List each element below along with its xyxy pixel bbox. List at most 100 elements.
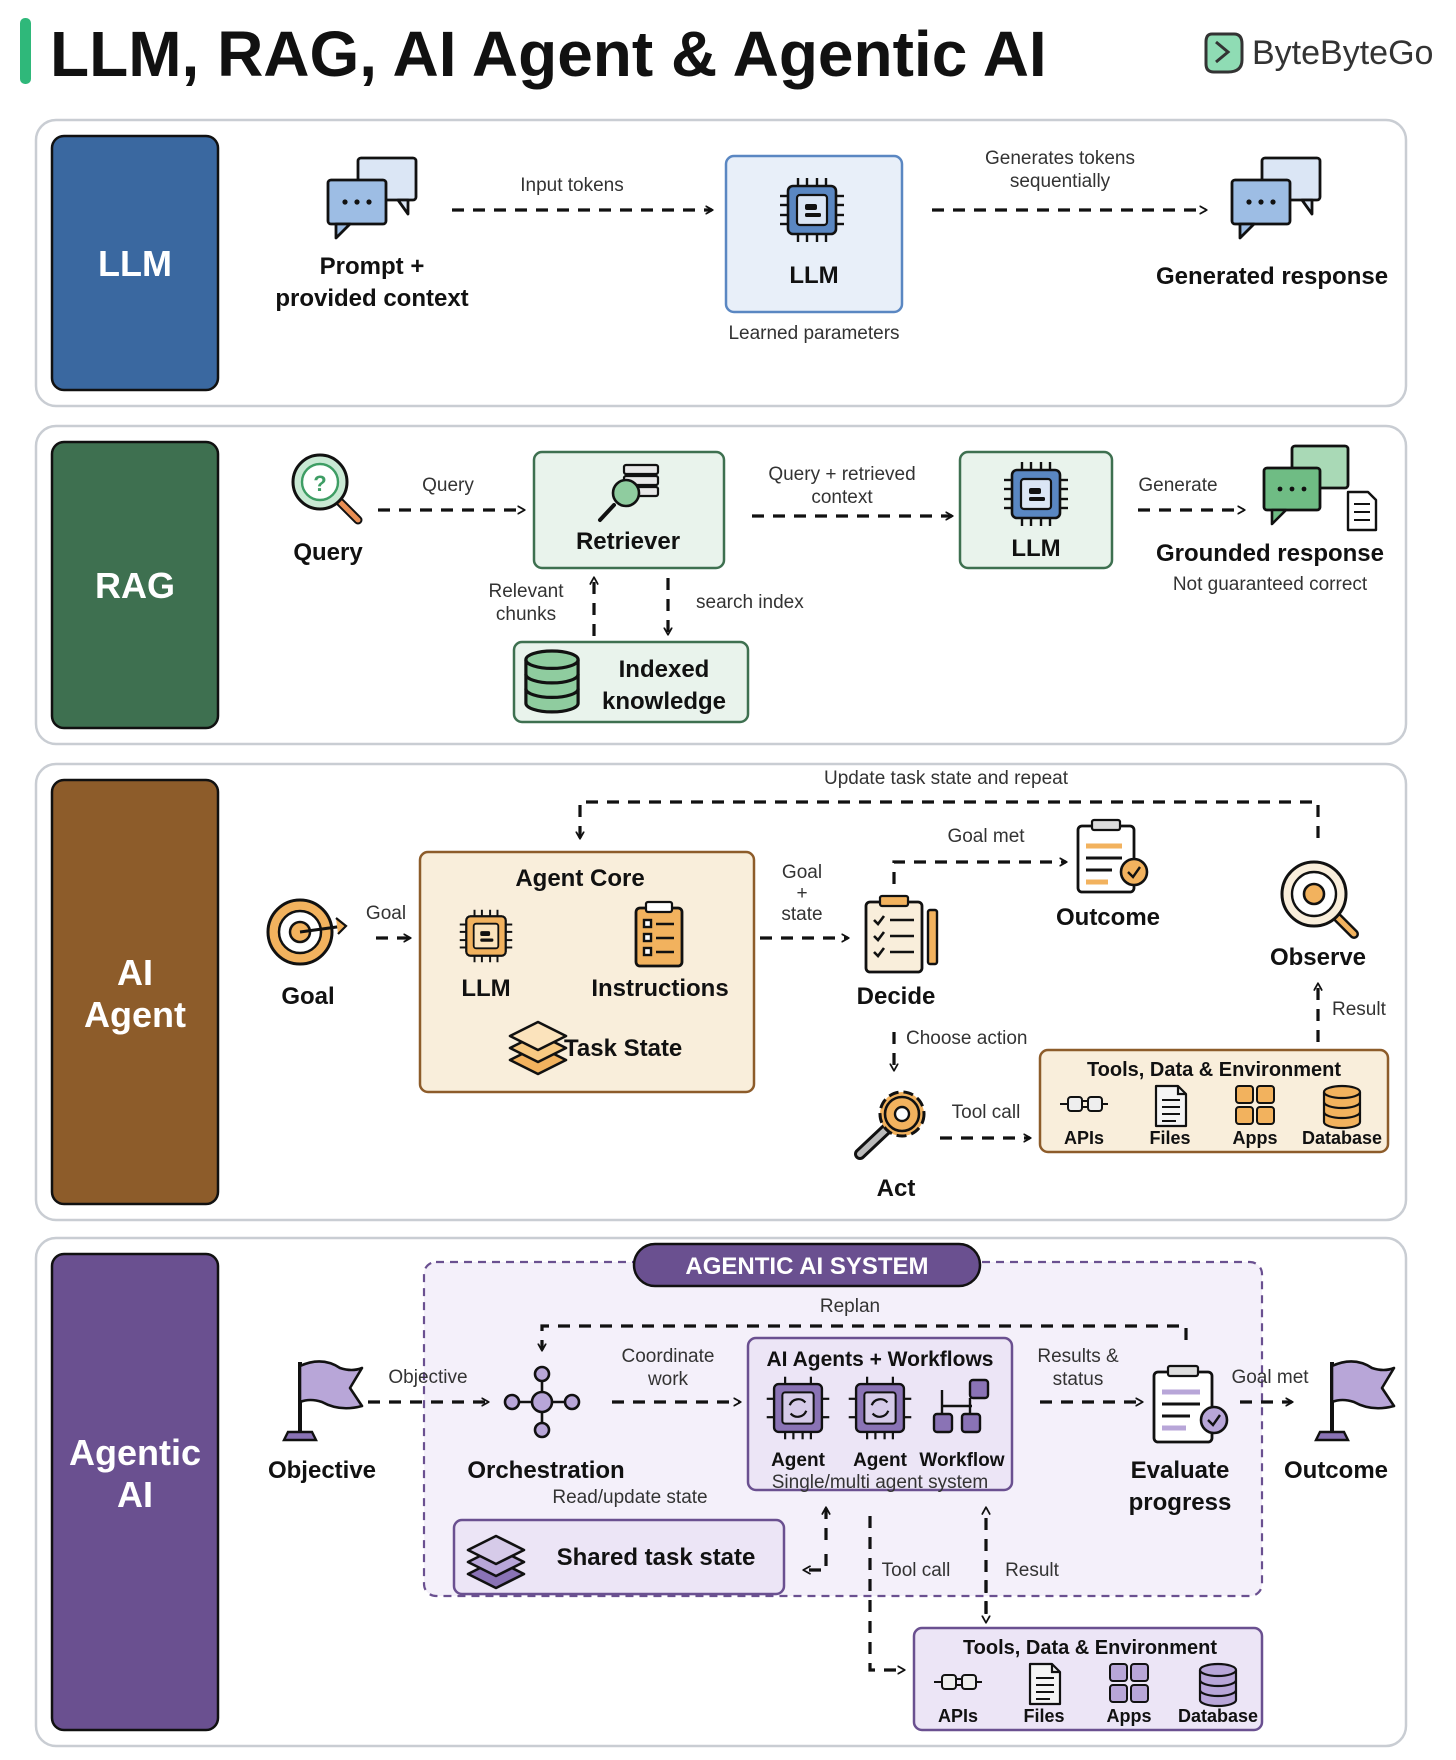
act-wrench-gear-icon <box>854 1090 926 1160</box>
agentic-system-pill <box>632 1242 982 1288</box>
retriever-icon <box>598 463 660 522</box>
agent-side-label-2: Agent <box>84 994 186 1035</box>
agent-llm-label: LLM <box>461 975 510 1002</box>
results-status-label-2: status <box>1053 1369 1104 1390</box>
agentic-side-label-2: AI <box>117 1474 153 1515</box>
generate-label: Generate <box>1138 475 1217 496</box>
agents-workflows-title: AI Agents + Workflows <box>767 1348 994 1371</box>
not-guaranteed-label: Not guaranteed correct <box>1173 574 1368 595</box>
agentic-result-label: Result <box>1005 1560 1060 1581</box>
evaluate-clipboard-icon <box>1152 1364 1229 1444</box>
goal-state-label-1: Goal <box>782 862 822 883</box>
objective-label: Objective <box>268 1457 376 1484</box>
agent-tool-files: Files <box>1149 1128 1190 1148</box>
goal-label: Goal <box>281 983 334 1010</box>
evaluate-label-1: Evaluate <box>1131 1457 1230 1484</box>
ai-agent-panel: AI Agent Goal Goal Agent Core LLM Instru… <box>34 762 1408 1222</box>
instructions-icon <box>634 900 684 968</box>
generated-response-label: Generated response <box>1156 263 1388 290</box>
shared-state-arrow-in <box>804 1554 828 1570</box>
grounded-response-icon <box>1262 444 1378 532</box>
agentic-tool-call-arrow <box>868 1516 904 1670</box>
workflow-icon <box>932 1378 990 1434</box>
agent-database-icon <box>1322 1084 1362 1130</box>
agentic-ai-panel: Agentic AI AGENTIC AI SYSTEM Objective O… <box>34 1236 1408 1748</box>
agentic-tool-database: Database <box>1178 1706 1258 1726</box>
agent-side-label-1: AI <box>117 952 153 993</box>
task-state-layers-icon <box>508 1020 568 1076</box>
llm-chip-icon <box>778 176 846 244</box>
query-edge-label: Query <box>422 475 474 496</box>
learned-parameters-label: Learned parameters <box>728 323 899 344</box>
database-icon <box>524 649 580 714</box>
goal-state-label-3: state <box>781 904 822 925</box>
goal-met-arrow <box>892 862 1066 884</box>
indexed-knowledge-label-1: Indexed <box>619 656 710 683</box>
goal-target-icon <box>266 898 348 966</box>
outcome-report-icon <box>1076 818 1149 894</box>
agent-llm-chip-icon <box>458 908 514 964</box>
agents-note-label: Single/multi agent system <box>772 1472 989 1493</box>
goal-state-label-2: + <box>796 883 807 904</box>
llm-side-tile <box>50 134 220 392</box>
agent-2-icon <box>848 1376 912 1440</box>
agent-core-title: Agent Core <box>515 865 644 892</box>
agent-files-icon <box>1154 1084 1188 1128</box>
rag-side-label: RAG <box>95 565 175 606</box>
replan-label: Replan <box>820 1296 880 1317</box>
agentic-tools-title: Tools, Data & Environment <box>963 1637 1217 1659</box>
agent-apps-icon <box>1235 1085 1275 1125</box>
logo-icon <box>1204 32 1244 74</box>
task-state-label: Task State <box>564 1035 682 1062</box>
rag-panel: RAG ? Query Query Retriever Query + retr… <box>34 424 1408 746</box>
agentic-tool-call-label: Tool call <box>882 1560 951 1581</box>
tool-call-label: Tool call <box>952 1102 1021 1123</box>
prompt-label-1: Prompt + <box>320 253 425 280</box>
indexed-knowledge-label-2: knowledge <box>602 688 726 715</box>
agent-tool-database: Database <box>1302 1128 1382 1148</box>
shared-task-state-label: Shared task state <box>557 1544 756 1571</box>
query-context-label-2: context <box>811 487 873 508</box>
agentic-tool-files: Files <box>1023 1706 1064 1726</box>
retriever-box <box>532 450 726 570</box>
brand-name: ByteByteGo <box>1252 34 1433 72</box>
shared-task-state-box <box>452 1518 786 1596</box>
act-label: Act <box>877 1175 916 1202</box>
agentic-side-tile <box>50 1252 220 1732</box>
agentic-side-label-1: Agentic <box>69 1432 201 1473</box>
bytebytego-logo: ByteByteGo <box>1204 32 1433 74</box>
orchestration-hub-icon <box>503 1365 581 1439</box>
agent-tools-title: Tools, Data & Environment <box>1087 1059 1341 1081</box>
agent-2-label: Agent <box>853 1450 908 1471</box>
agentic-system-title: AGENTIC AI SYSTEM <box>685 1253 928 1280</box>
objective-edge-label: Objective <box>388 1367 467 1388</box>
grounded-response-label: Grounded response <box>1156 540 1384 567</box>
agentic-database-icon <box>1198 1662 1238 1708</box>
input-tokens-label: Input tokens <box>520 175 624 196</box>
generates-label-2: sequentially <box>1010 171 1111 192</box>
decide-checklist-icon <box>864 894 939 974</box>
llm-panel: LLM Prompt + provided context Input toke… <box>34 118 1408 408</box>
agent-tool-apis: APIs <box>1064 1128 1104 1148</box>
relevant-chunks-label-2: chunks <box>496 604 556 625</box>
svg-text:?: ? <box>313 471 326 496</box>
goal-edge-label: Goal <box>366 903 406 924</box>
instructions-label: Instructions <box>591 975 728 1002</box>
prompt-label-2: provided context <box>275 285 468 312</box>
page-title: LLM, RAG, AI Agent & Agentic AI <box>50 18 1047 90</box>
llm-model-label: LLM <box>789 262 838 289</box>
agent-1-icon <box>766 1376 830 1440</box>
query-context-label-1: Query + retrieved <box>768 464 915 485</box>
update-repeat-label: Update task state and repeat <box>824 768 1069 789</box>
retriever-label: Retriever <box>576 528 680 555</box>
agent-tool-apps: Apps <box>1233 1128 1278 1148</box>
shared-state-layers-icon <box>466 1534 526 1590</box>
evaluate-label-2: progress <box>1129 1489 1232 1516</box>
agentic-tool-apis: APIs <box>938 1706 978 1726</box>
agentic-tool-apps: Apps <box>1107 1706 1152 1726</box>
update-repeat-arrow <box>580 800 1320 838</box>
agent-tools-box <box>1038 1048 1390 1154</box>
agentic-goal-met-label: Goal met <box>1231 1367 1309 1388</box>
title-accent-bar <box>20 18 31 84</box>
